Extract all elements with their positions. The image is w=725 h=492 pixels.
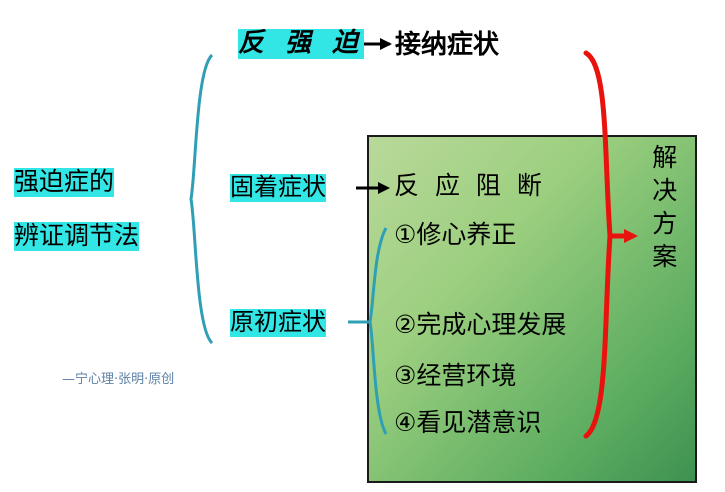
panel-item-4: ④看见潜意识 (394, 408, 542, 437)
branch-gu-zhuo-zheng-zhuang: 固着症状 (230, 173, 326, 202)
diagram-title-line2: 辨证调节法 (14, 221, 140, 251)
panel-item-2: ②完成心理发展 (394, 310, 567, 339)
panel-item-1: ①修心养正 (394, 220, 517, 249)
panel-vertical-label: 解决方案 (648, 144, 678, 276)
branch-yuan-chu-zheng-zhuang: 原初症状 (230, 308, 326, 337)
branch-fan-qiang-po: 反 强 迫 (238, 28, 365, 59)
node-jie-na-zheng-zhuang: 接纳症状 (395, 30, 500, 60)
solution-panel (367, 135, 697, 483)
panel-item-fan-ying-zu-duan: 反 应 阻 断 (394, 171, 546, 200)
credit-text: —宁心理·张明·原创 (62, 372, 175, 387)
panel-item-3: ③经营环境 (394, 361, 517, 390)
diagram-title-line1: 强迫症的 (14, 167, 115, 197)
